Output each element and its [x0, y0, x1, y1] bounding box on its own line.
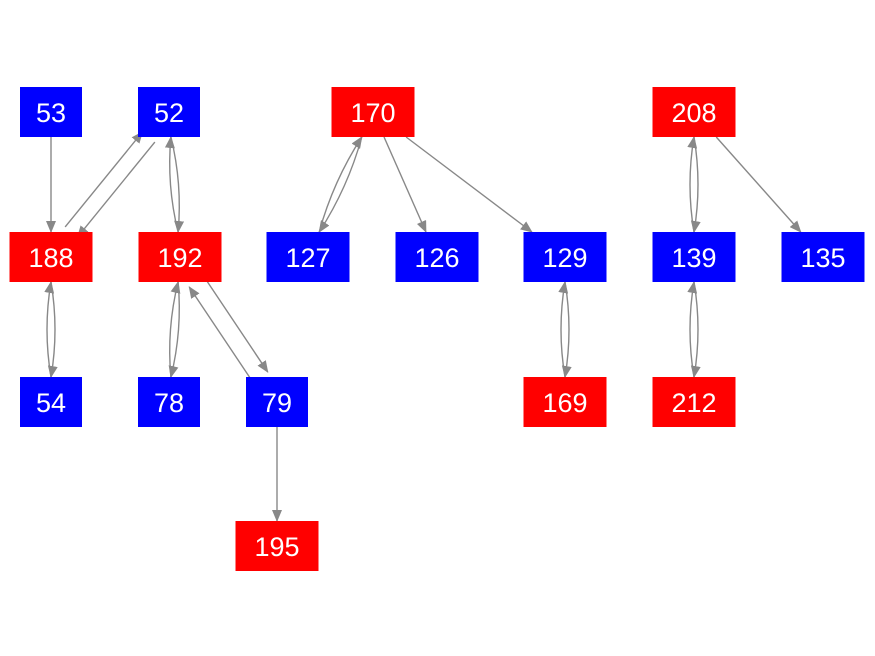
- node-135: 135: [781, 232, 865, 282]
- nodes-layer: 53 52 170 208 188 192 127 126 129 139 135 54 78 79 169…: [9, 87, 865, 571]
- node-78: 78: [138, 377, 200, 427]
- edge-arrow: [561, 281, 572, 378]
- node-box: [9, 232, 93, 282]
- node-box: [652, 87, 736, 137]
- edge-170-to-127: [318, 136, 363, 233]
- node-label: 188: [28, 243, 73, 273]
- edge-208-to-135: [715, 136, 802, 233]
- node-212: 212: [652, 377, 736, 427]
- edge-139-to-212: [690, 281, 701, 378]
- edge-170-to-129: [405, 136, 533, 233]
- node-box: [523, 232, 607, 282]
- node-label: 208: [671, 98, 716, 128]
- edge-arrow: [169, 281, 181, 378]
- node-box: [652, 377, 736, 427]
- edge-arrow: [76, 141, 156, 238]
- edge-arrow: [687, 281, 698, 378]
- node-label: 126: [414, 243, 459, 273]
- node-188: 188: [9, 232, 93, 282]
- node-box: [138, 232, 222, 282]
- node-label: 79: [262, 388, 292, 418]
- node-127: 127: [266, 232, 350, 282]
- node-box: [20, 377, 82, 427]
- node-208: 208: [652, 87, 736, 137]
- node-label: 78: [154, 388, 184, 418]
- edge-139-to-208: [687, 136, 698, 233]
- edge-129-to-169: [561, 281, 572, 378]
- edge-arrow: [558, 281, 569, 378]
- edge-arrow: [690, 281, 701, 378]
- node-box: [246, 377, 308, 427]
- node-label: 169: [542, 388, 587, 418]
- edge-arrow: [687, 136, 698, 233]
- node-label: 139: [671, 243, 716, 273]
- node-label: 212: [671, 388, 716, 418]
- node-54: 54: [20, 377, 82, 427]
- edge-212-to-139: [687, 281, 698, 378]
- node-126: 126: [395, 232, 479, 282]
- node-195: 195: [235, 521, 319, 571]
- edge-arrow: [383, 136, 427, 233]
- edge-170-to-126: [383, 136, 427, 233]
- edge-arrow: [715, 136, 802, 233]
- edge-188-to-52: [64, 131, 144, 228]
- edge-169-to-129: [558, 281, 569, 378]
- node-129: 129: [523, 232, 607, 282]
- node-79: 79: [246, 377, 308, 427]
- node-box: [331, 87, 415, 137]
- node-box: [138, 87, 200, 137]
- edge-arrow: [188, 286, 254, 383]
- edge-arrow: [47, 281, 58, 378]
- node-170: 170: [331, 87, 415, 137]
- node-box: [138, 377, 200, 427]
- node-box: [20, 87, 82, 137]
- node-53: 53: [20, 87, 82, 137]
- edge-192-to-52: [164, 136, 179, 233]
- node-label: 127: [285, 243, 330, 273]
- edge-127-to-170: [318, 136, 363, 233]
- edges-layer: [44, 131, 802, 522]
- node-label: 195: [254, 532, 299, 562]
- node-192: 192: [138, 232, 222, 282]
- edge-arrow: [44, 281, 55, 378]
- node-label: 135: [800, 243, 845, 273]
- edge-188-to-54: [47, 281, 58, 378]
- node-139: 139: [652, 232, 736, 282]
- node-box: [235, 521, 319, 571]
- node-box: [781, 232, 865, 282]
- edge-arrow: [318, 136, 363, 233]
- node-label: 170: [350, 98, 395, 128]
- edge-208-to-139: [690, 136, 701, 233]
- edge-arrow: [203, 276, 269, 373]
- node-box: [652, 232, 736, 282]
- node-box: [266, 232, 350, 282]
- edge-arrow: [318, 136, 363, 233]
- edge-arrow: [690, 136, 701, 233]
- edge-54-to-188: [44, 281, 55, 378]
- edge-52-to-188: [76, 141, 156, 238]
- edge-arrow: [64, 131, 144, 228]
- node-label: 53: [36, 98, 66, 128]
- edge-arrow: [164, 136, 179, 233]
- edge-79-to-192: [188, 286, 254, 383]
- node-box: [523, 377, 607, 427]
- node-label: 192: [157, 243, 202, 273]
- node-box: [395, 232, 479, 282]
- node-169: 169: [523, 377, 607, 427]
- node-label: 52: [154, 98, 184, 128]
- edge-78-to-192: [169, 281, 181, 378]
- node-52: 52: [138, 87, 200, 137]
- node-label: 54: [36, 388, 66, 418]
- node-label: 129: [542, 243, 587, 273]
- edge-arrow: [405, 136, 533, 233]
- edge-192-to-79: [203, 276, 269, 373]
